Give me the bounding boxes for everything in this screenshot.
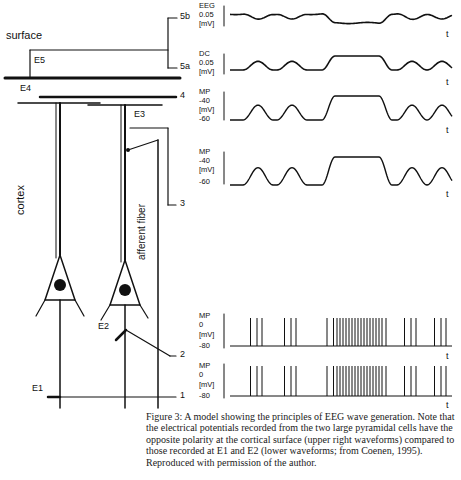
electrode-wire — [29, 50, 30, 77]
basal-dendrite — [101, 305, 110, 320]
electrode-label: E3 — [134, 110, 145, 119]
time-axis-label: t — [446, 78, 449, 87]
axis-unit: [mV] — [199, 20, 214, 28]
axis-value: -80 — [199, 342, 210, 350]
electrode-tip — [116, 330, 126, 340]
axis-label: MP — [199, 148, 210, 156]
electrode-wire — [40, 96, 176, 99]
spike-train — [230, 366, 452, 396]
axis-value: -40 — [199, 97, 210, 105]
time-axis-label: t — [446, 30, 449, 39]
time-axis-label: t — [446, 352, 449, 361]
electrode-label: E1 — [32, 384, 43, 393]
scale-axis — [224, 6, 225, 26]
nucleus — [54, 279, 66, 291]
membrane-potential-trace — [230, 157, 452, 185]
axis-label: EEG — [199, 2, 215, 10]
axis-value: 0 — [199, 371, 203, 379]
bracket — [168, 17, 177, 18]
nucleus — [119, 284, 131, 296]
axis-value: -60 — [199, 115, 210, 123]
region-label: afferent fiber — [137, 203, 147, 261]
time-axis-label: t — [446, 126, 449, 135]
electrode-wire — [168, 204, 176, 205]
basal-dendrite — [75, 300, 84, 316]
membrane-potential-trace — [230, 96, 452, 120]
axis-label: MP — [199, 362, 210, 370]
trace-number: 5a — [180, 62, 190, 71]
axis-unit: [mV] — [199, 166, 214, 174]
scale-axis — [224, 152, 225, 184]
region-label: cortex — [15, 184, 26, 216]
bracket — [167, 18, 168, 68]
trace-number: 4 — [180, 91, 185, 100]
electrode-wire — [167, 128, 168, 205]
trace-number: 5b — [180, 12, 190, 21]
axis-value: 0 — [199, 321, 203, 329]
cortical-surface — [5, 77, 180, 80]
electrode-wire — [60, 396, 176, 397]
electrode-wire — [30, 49, 168, 50]
basal-dendrite — [140, 305, 148, 318]
time-axis-label: t — [446, 190, 449, 199]
apical-dendrite — [124, 105, 126, 262]
axis-label: DC — [199, 50, 210, 58]
axis-label: MP — [199, 312, 210, 320]
region-label: surface — [6, 30, 42, 41]
synapse-branch — [128, 140, 158, 150]
electrode-wire — [170, 355, 176, 356]
dc-trace — [230, 56, 452, 70]
apical-dendrite — [121, 105, 122, 262]
electrode-wire — [126, 330, 170, 356]
trace-number: 2 — [180, 350, 185, 359]
scale-axis — [224, 92, 225, 120]
electrode-label: E5 — [34, 56, 45, 65]
time-axis-label: t — [446, 401, 449, 410]
figure-caption: Figure 3: A model showing the principles… — [146, 411, 456, 468]
basal-dendrite — [36, 300, 45, 316]
axis-value: -60 — [199, 178, 210, 186]
electrode-label: E2 — [98, 322, 109, 331]
eeg-trace — [230, 14, 452, 24]
axis-value: -40 — [199, 157, 210, 165]
apical-dendrite — [56, 103, 57, 258]
synapse — [126, 148, 130, 152]
axis-unit: [mV] — [199, 68, 214, 76]
axis-label: MP — [199, 88, 210, 96]
trace-number: 1 — [180, 391, 185, 400]
spike-train — [230, 318, 452, 346]
axis-value: 0.05 — [199, 11, 214, 19]
axis-unit: [mV] — [199, 331, 214, 339]
axis-value: -80 — [199, 392, 210, 400]
electrode-label: E4 — [20, 84, 31, 93]
pyramidal-soma — [45, 255, 75, 300]
scale-axis — [224, 314, 225, 348]
axon — [59, 300, 61, 408]
electrode-wire — [130, 127, 168, 128]
axis-unit: [mV] — [199, 106, 214, 114]
afferent-fiber — [157, 140, 159, 408]
axon — [124, 305, 126, 408]
pyramidal-soma — [110, 260, 140, 305]
scale-axis — [224, 364, 225, 398]
electrode-tip — [48, 396, 60, 399]
scale-axis — [224, 54, 225, 74]
trace-number: 3 — [180, 199, 185, 208]
bracket — [168, 67, 177, 68]
apical-dendrite — [59, 103, 61, 258]
axis-unit: [mV] — [199, 381, 214, 389]
axis-value: 0.05 — [199, 59, 214, 67]
